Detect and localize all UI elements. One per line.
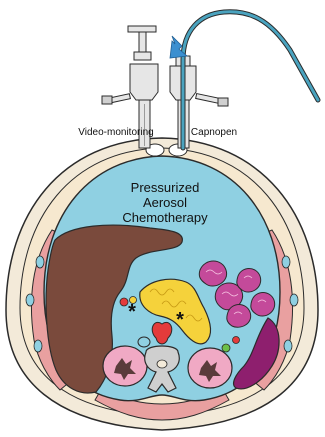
- label-video-monitoring: Video-monitoring: [78, 127, 153, 138]
- vessel-dot: [34, 340, 42, 352]
- vessel-dot: [290, 294, 298, 306]
- center-label-line3: Chemotherapy: [122, 210, 208, 225]
- vessel-dot: [36, 256, 44, 268]
- vena-cava: [138, 337, 150, 347]
- kidney-right: [188, 348, 232, 388]
- vessel-dot: [284, 340, 292, 352]
- vessel-dot: [282, 256, 290, 268]
- kidney-left: [103, 346, 147, 386]
- vessel-dot: [26, 294, 34, 306]
- center-label-line2: Aerosol: [143, 195, 187, 210]
- label-capnopen: Capnopen: [191, 127, 237, 138]
- asterisk-right: *: [176, 309, 184, 331]
- asterisk-left: *: [128, 301, 136, 323]
- center-label-line1: Pressurized: [131, 180, 200, 195]
